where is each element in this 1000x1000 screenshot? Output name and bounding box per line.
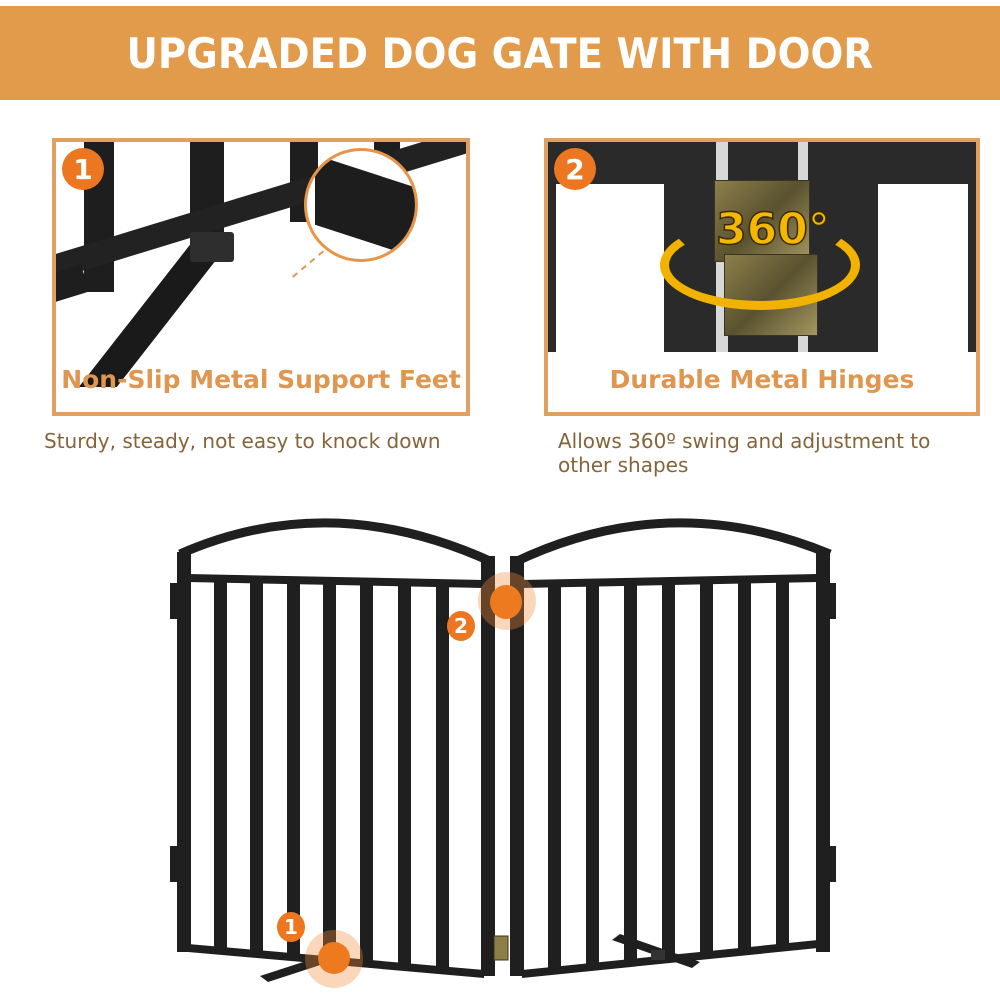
feature-description: Sturdy, steady, not easy to knock down xyxy=(44,429,441,453)
feature-number-badge: 2 xyxy=(554,148,596,190)
feature-description: Allows 360º swing and adjustment to othe… xyxy=(558,429,931,477)
feature-panel-support-feet: 1 Non-Slip Metal Support Feet xyxy=(52,138,470,416)
rotate-arrow-icon xyxy=(660,220,860,310)
callout-badge-hinge: 2 xyxy=(447,611,475,641)
feature-title: Non-Slip Metal Support Feet xyxy=(61,365,461,394)
feature-number-badge: 1 xyxy=(62,148,104,190)
callout-badge-foot: 1 xyxy=(277,912,305,942)
non-slip-pad-zoom xyxy=(304,148,418,262)
page-title: UPGRADED DOG GATE WITH DOOR xyxy=(126,28,874,78)
feature-title: Durable Metal Hinges xyxy=(609,365,915,394)
hinge-highlight-dot xyxy=(490,585,522,619)
foot-highlight-dot xyxy=(318,942,350,974)
header-banner: UPGRADED DOG GATE WITH DOOR xyxy=(0,6,1000,100)
rotation-degree-label: 360° xyxy=(715,203,830,256)
feature-panel-hinges: 2 360° Durable Metal Hinges xyxy=(544,138,980,416)
